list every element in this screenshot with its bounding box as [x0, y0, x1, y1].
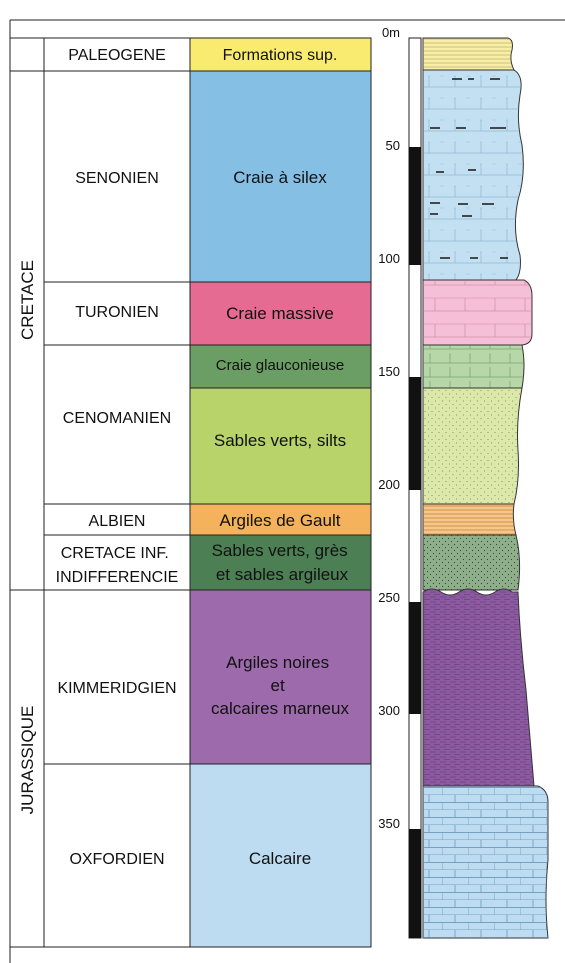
depth-scale-segment — [409, 602, 421, 714]
stage-label-paleogene: PALEOGENE — [68, 47, 166, 64]
era-label-jurassique: JURASSIQUE — [18, 706, 37, 815]
depth-label-200: 200 — [378, 477, 400, 492]
formation-label-calcaire: Calcaire — [249, 849, 311, 868]
depth-label-0: 0m — [382, 25, 400, 40]
depth-scale-segment — [409, 829, 421, 938]
depth-label-150: 150 — [378, 364, 400, 379]
formation-label-sables-verts-silts: Sables verts, silts — [214, 431, 346, 450]
stage-label-cenomanien: CENOMANIEN — [63, 410, 171, 427]
formation-label-craie-silex: Craie à silex — [233, 168, 327, 187]
stage-label-oxfordien: OXFORDIEN — [69, 851, 164, 868]
depth-scale: 0m 50 100 150 200 250 300 350 — [378, 25, 421, 938]
depth-label-100: 100 — [378, 251, 400, 266]
stage-label-kimmeridgien: KIMMERIDGIEN — [57, 680, 176, 697]
depth-label-250: 250 — [378, 590, 400, 605]
formation-label-argiles-gault: Argiles de Gault — [220, 511, 341, 530]
depth-label-50: 50 — [386, 138, 400, 153]
formation-label-craie-glauconieuse: Craie glauconieuse — [216, 357, 344, 374]
depth-label-300: 300 — [378, 703, 400, 718]
depth-label-350: 350 — [378, 816, 400, 831]
stage-label-turonien: TURONIEN — [75, 304, 159, 321]
depth-scale-segment — [409, 147, 421, 265]
formation-label-formations-sup: Formations sup. — [223, 47, 338, 64]
era-label-cretace: CRETACE — [18, 260, 37, 340]
stage-label-senonien: SENONIEN — [75, 170, 159, 187]
formation-label-craie-massive: Craie massive — [226, 304, 334, 323]
depth-scale-segment — [409, 377, 421, 490]
lithologic-log — [423, 38, 548, 938]
stage-label-albien: ALBIEN — [89, 513, 146, 530]
